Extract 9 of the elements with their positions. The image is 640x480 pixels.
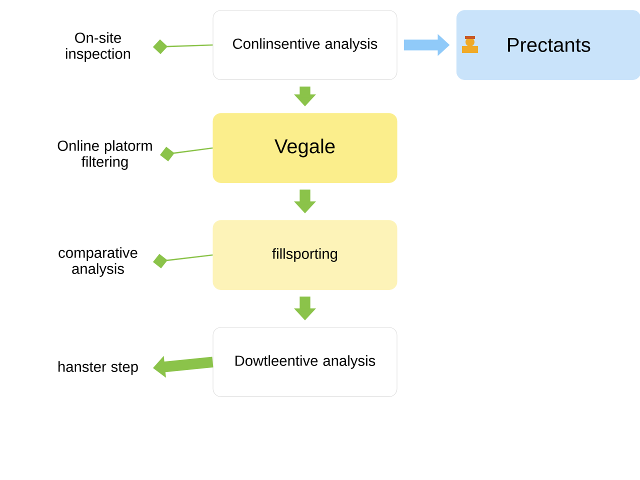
text-label: On-site inspection (66, 32, 130, 62)
process-box: Dowtleentive analysis (212, 327, 398, 397)
process-box: fillsporting (212, 220, 398, 290)
process-box: Conlinsentive analysis (212, 10, 398, 80)
text-label: comparative analysis (58, 247, 138, 277)
process-box: Prectants (456, 10, 640, 80)
text-label: Online platorm filtering (58, 140, 152, 170)
text-label: hanster step (58, 361, 138, 375)
process-box: Vegale (212, 113, 398, 183)
